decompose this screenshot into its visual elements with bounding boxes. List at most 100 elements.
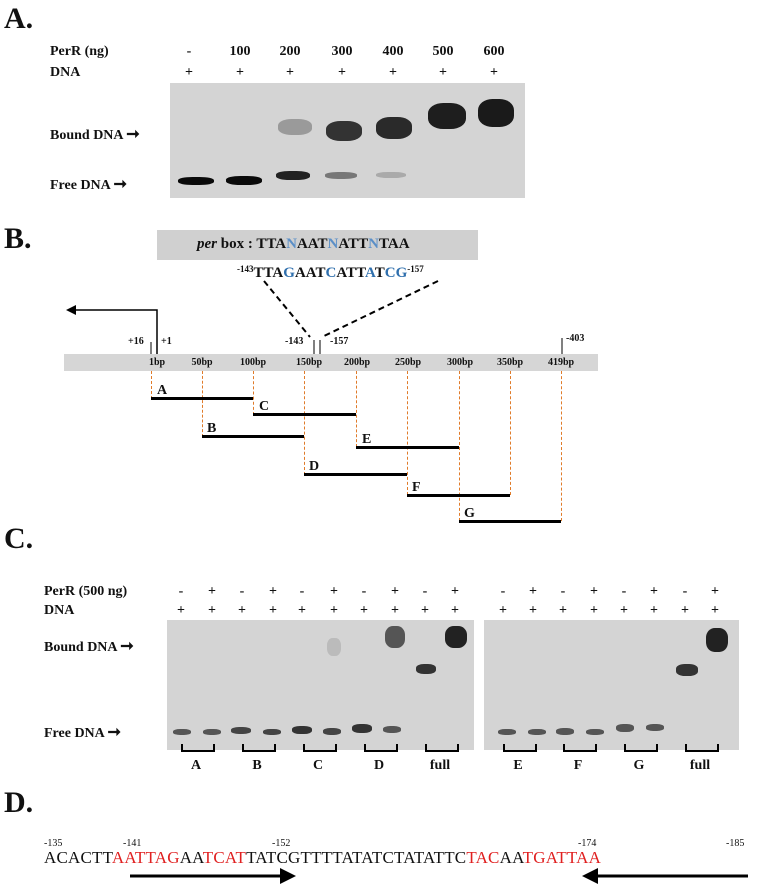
sequence-segment: TATCGTTTTATATCTATATTC [246,848,467,867]
pos-m185: -185 [726,838,745,849]
gel-band [231,727,251,734]
pos-m141: -141 [123,838,142,849]
site-right-position: -157 [407,264,424,274]
fragment-f-bar [407,494,510,497]
dna-mark: + [185,65,193,80]
site-sequence: -143TTAGAATCATTATCG-157 [237,264,424,282]
perR-mark: - [299,584,305,599]
reverse-arrow-head [582,868,598,884]
fragment-e-label: E [362,432,372,447]
scale-label: 250bp [394,357,422,368]
dna-mark: + [286,65,294,80]
gel-band [276,171,310,180]
guide-line [202,371,203,437]
gel-band [326,121,362,141]
repeat-arrows [130,868,748,884]
gel-band [352,724,372,733]
gel-band [416,664,436,674]
lane-group-bracket [303,744,337,752]
dna-mark: + [439,65,447,80]
scale-label: 300bp [446,357,474,368]
perR-500-row-label: PerR (500 ng) [44,584,128,599]
dna-mark: + [590,603,598,618]
sequence-segment: T [202,848,214,867]
perR-mark: - [621,584,627,599]
guide-line [356,371,357,447]
dna-mark: + [338,65,346,80]
gel-band [556,728,574,735]
gel-band [376,172,406,178]
scale-label: 350bp [496,357,524,368]
perR-mark: + [529,584,537,599]
dna-mark: + [490,65,498,80]
perR-mark: - [422,584,428,599]
scale-label: 419bp [547,357,575,368]
gel-band [203,729,221,735]
sequence-segment: T [522,848,534,867]
map-lines [66,280,563,354]
gel-image-c-right [484,620,739,750]
lane-group-label: B [252,758,262,773]
sequence-segment: ACACTT [44,848,112,867]
gel-image-a [170,83,525,198]
gel-band [586,729,604,735]
perbox-consensus-text: per​ box : TTANAATNATTNTAA [197,236,410,252]
panel-a-label: A. [4,2,34,35]
lane-group-label: C [312,758,324,773]
bound-dna-label: Bound DNA ➞ [50,126,140,143]
perR-mark: - [560,584,566,599]
gel-band [178,177,214,185]
gel-band [616,724,634,732]
scale-label: 100bp [239,357,267,368]
site-left-position: -143 [237,264,254,274]
perR-mark: - [239,584,245,599]
gel-band [376,117,412,139]
scale-label: 1bp [148,357,166,368]
fragment-c-bar [253,413,356,416]
gel-band [676,664,698,676]
pos-m403: -403 [566,333,585,344]
lane-group-bracket [242,744,276,752]
guide-line [407,371,408,495]
sequence-segment: AATTAG [111,848,180,867]
sequence-segment: CAT [213,848,247,867]
perR-amount: 400 [382,44,404,59]
lane-group-bracket [624,744,658,752]
fragment-b-bar [202,435,304,438]
dna-mark: + [421,603,429,618]
fragment-g-label: G [464,506,475,521]
gel-band [478,99,514,127]
gel-band [263,729,281,735]
lane-group-bracket [425,744,459,752]
dna-mark: + [391,603,399,618]
lane-group-bracket [685,744,719,752]
perR-mark: + [711,584,719,599]
lane-group-label: F [573,758,583,773]
gel-band [428,103,466,129]
perR-mark: + [650,584,658,599]
perR-mark: + [590,584,598,599]
fragment-d-label: D [309,459,320,474]
gel-band [323,728,341,735]
dna-mark: + [451,603,459,618]
dna-mark: + [177,603,185,618]
lane-group-label: A [190,758,202,773]
dna-mark: + [499,603,507,618]
lane-group-label: full [689,758,711,773]
dna-row-label-c: DNA [44,603,75,618]
pos-m135: -135 [44,838,63,849]
lane-group-bracket [563,744,597,752]
sequence-segment: TAC [466,848,500,867]
gel-band [292,726,312,734]
guide-line [253,371,254,415]
perR-amount: 500 [432,44,454,59]
fragment-a-bar [151,397,253,400]
lane-group-bracket [364,744,398,752]
scale-label: 50bp [191,357,213,368]
gel-band [498,729,516,735]
perbox-sequence: box : TTANAATNATTNTAA [220,236,410,252]
pos-m174: -174 [578,838,597,849]
dna-mark: + [208,603,216,618]
dna-row-label: DNA [50,65,81,80]
lane-group-label: full [429,758,451,773]
